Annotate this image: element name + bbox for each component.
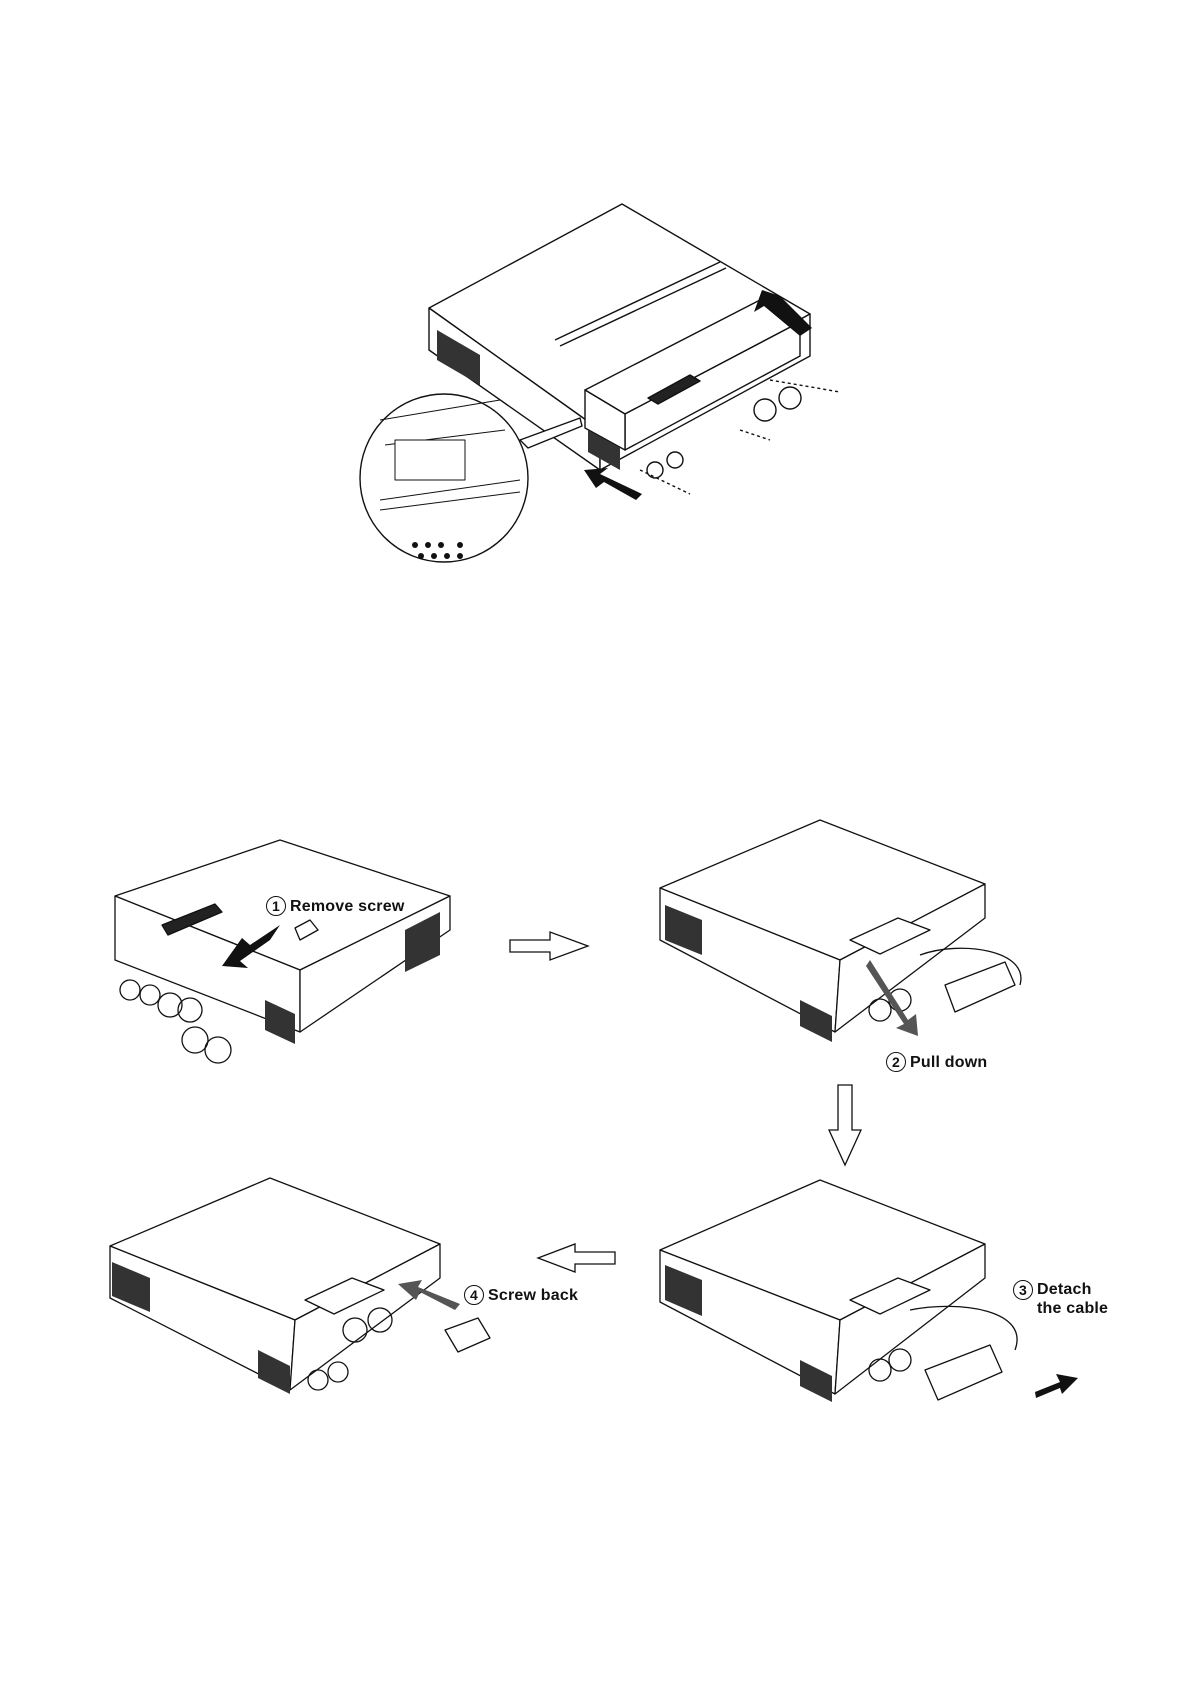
cable-loop bbox=[920, 948, 1021, 985]
step-2-number: 2 bbox=[886, 1052, 906, 1072]
flow-arrow-down bbox=[829, 1085, 861, 1165]
push-arrow-lower bbox=[584, 468, 642, 500]
top-install-figure bbox=[0, 0, 1192, 600]
step-4-number: 4 bbox=[464, 1285, 484, 1305]
screw-bracket bbox=[445, 1318, 490, 1352]
step1-arrow bbox=[222, 925, 280, 968]
step-2-label: 2 Pull down bbox=[886, 1052, 987, 1072]
flow-arrow-left bbox=[538, 1244, 615, 1272]
step-4-text: Screw back bbox=[488, 1286, 578, 1305]
flow-arrow-right bbox=[510, 932, 588, 960]
step2-arrow bbox=[866, 960, 918, 1036]
module-detached bbox=[925, 1345, 1002, 1400]
step-1-label: 1 Remove screw bbox=[266, 896, 404, 916]
step-3-text-line2: the cable bbox=[1037, 1299, 1108, 1318]
step-4-label: 4 Screw back bbox=[464, 1285, 578, 1305]
cable-detached bbox=[910, 1306, 1017, 1350]
screw-removed bbox=[295, 920, 318, 940]
step4-arrow bbox=[398, 1280, 460, 1310]
unit-step-4 bbox=[110, 1178, 490, 1394]
unit-step-2 bbox=[660, 820, 1021, 1042]
step-1-text: Remove screw bbox=[290, 897, 404, 916]
step-2-text: Pull down bbox=[910, 1053, 987, 1072]
step-3-label: 3 Detach the cable bbox=[1013, 1280, 1108, 1318]
step-3-number: 3 bbox=[1013, 1280, 1033, 1300]
unit-step-3 bbox=[660, 1180, 1017, 1402]
module-pulled bbox=[945, 962, 1015, 1012]
step-3-text-line1: Detach bbox=[1037, 1280, 1108, 1299]
step-1-number: 1 bbox=[266, 896, 286, 916]
step3-arrow bbox=[1035, 1374, 1078, 1398]
unit-step-1 bbox=[115, 840, 450, 1063]
